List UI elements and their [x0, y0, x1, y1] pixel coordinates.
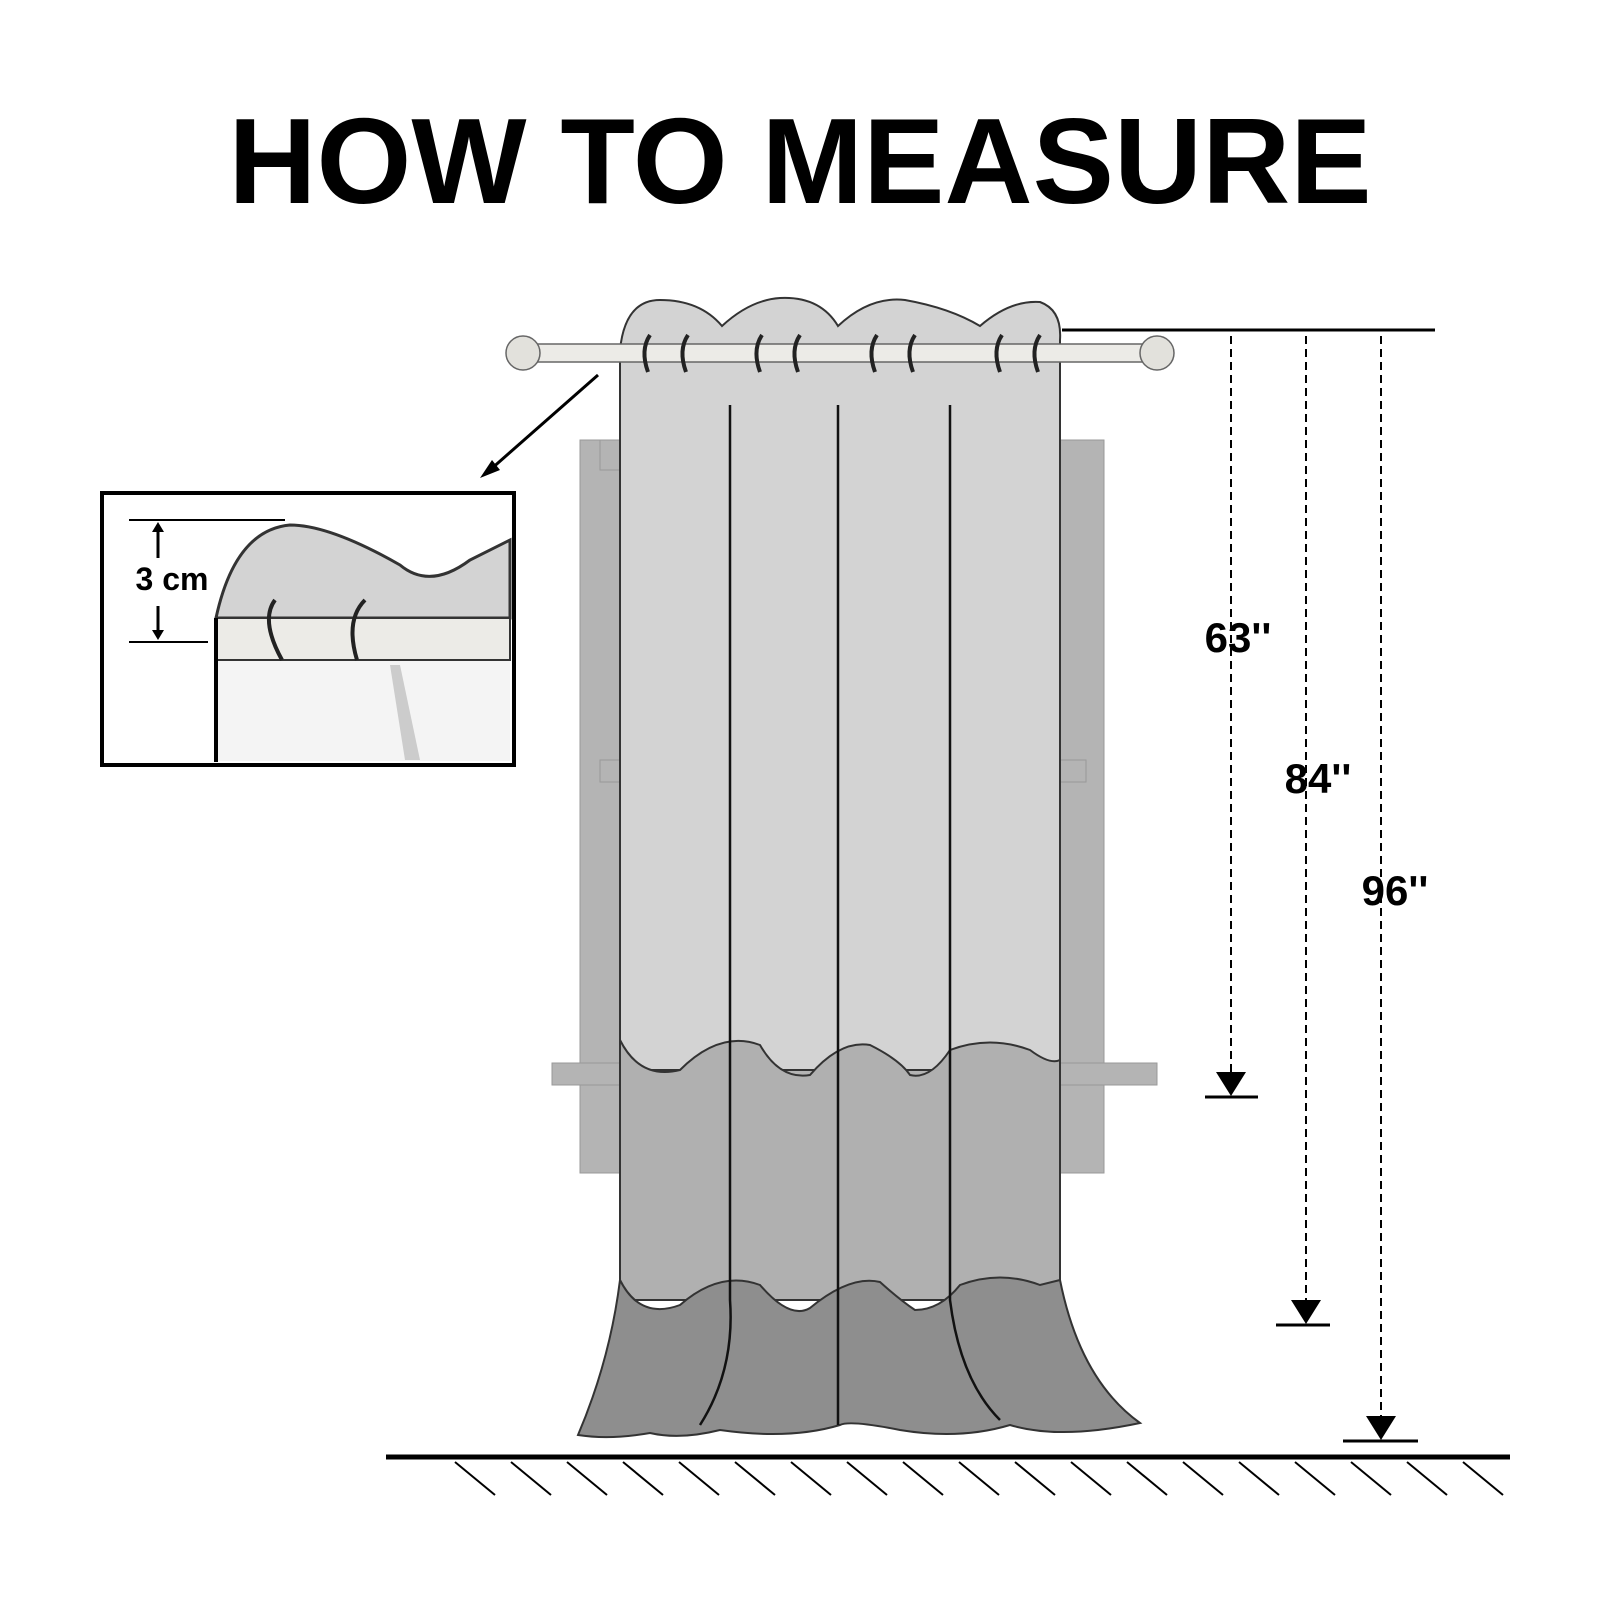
dimension-lines — [1062, 328, 1435, 1443]
floor-hatch-line — [1070, 1461, 1112, 1496]
dimension-label-96: 96'' — [1362, 867, 1429, 914]
floor-hatch-line — [734, 1461, 776, 1496]
floor-hatch-line — [958, 1461, 1000, 1496]
floor-hatch-line — [1406, 1461, 1448, 1496]
floor-hatch-line — [678, 1461, 720, 1496]
floor-hatch-line — [454, 1461, 496, 1496]
detail-inset: 3 cm — [100, 491, 516, 767]
floor-hatch-line — [1238, 1461, 1280, 1496]
dimension-label-63: 63'' — [1205, 614, 1272, 661]
floor-hatch-line — [1462, 1461, 1504, 1496]
floor-hatch-line — [1126, 1461, 1168, 1496]
curtain — [576, 296, 1143, 1439]
floor-hatch-line — [1350, 1461, 1392, 1496]
floor-hatch-line — [790, 1461, 832, 1496]
floor — [386, 1454, 1510, 1496]
title: HOW TO MEASURE — [228, 93, 1371, 229]
floor-hatch-line — [846, 1461, 888, 1496]
floor-hatch-line — [566, 1461, 608, 1496]
dimension-label-84: 84'' — [1285, 755, 1352, 802]
floor-hatch-line — [510, 1461, 552, 1496]
grommet-rings — [642, 333, 1042, 373]
floor-hatch-line — [902, 1461, 944, 1496]
floor-hatch-line — [1182, 1461, 1224, 1496]
inset-pointer-arrow — [480, 373, 599, 478]
floor-hatch-line — [622, 1461, 664, 1496]
inset-label: 3 cm — [136, 561, 209, 597]
floor-hatch-line — [1014, 1461, 1056, 1496]
floor-hatch-line — [1294, 1461, 1336, 1496]
curtain-rod — [505, 333, 1175, 373]
